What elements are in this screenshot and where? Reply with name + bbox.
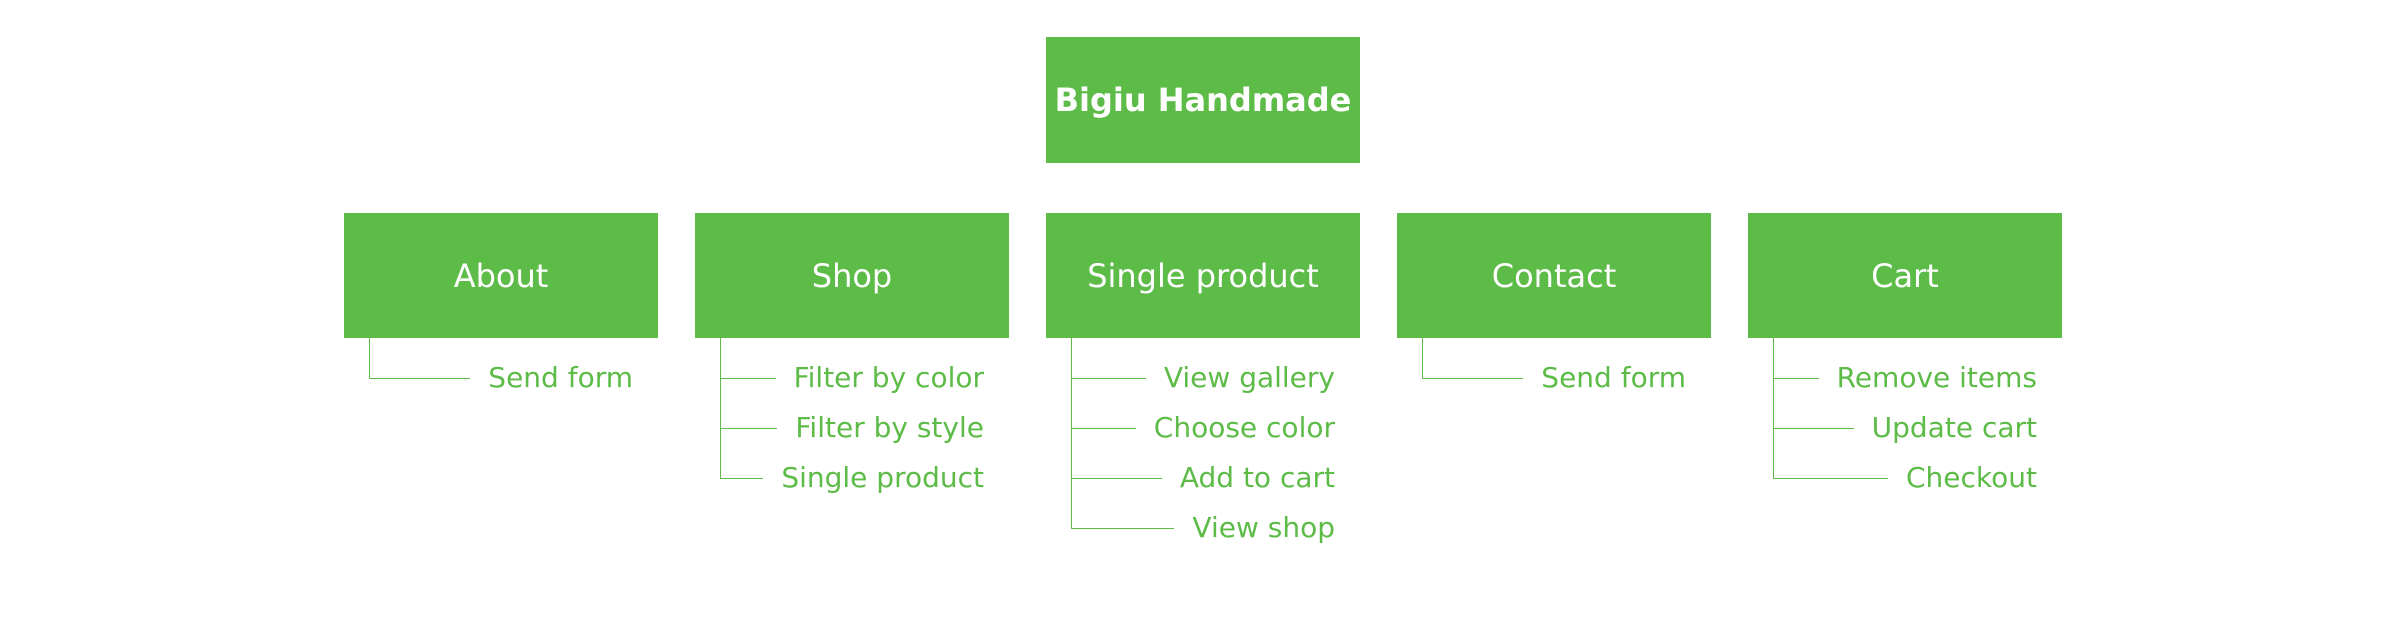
item-label: View gallery [1145, 359, 1335, 397]
item-label: Send form [470, 359, 633, 397]
root-node: Bigiu Handmade [1046, 37, 1360, 163]
cart-subitems: Remove items Update cart Checkout [1748, 338, 2062, 568]
tree-connector [1071, 338, 1072, 529]
section-about: About [344, 213, 658, 338]
section-cart: Cart [1748, 213, 2062, 338]
contact-subitems: Send form [1397, 338, 1711, 568]
item-label: Single product [763, 459, 984, 497]
item-label: Add to cart [1161, 459, 1335, 497]
item-label: Remove items [1818, 359, 2037, 397]
tree-connector [720, 338, 721, 479]
list-item: Filter by style [720, 409, 984, 447]
item-label: Filter by style [777, 409, 984, 447]
list-item: Send form [369, 359, 633, 397]
section-label: About [453, 256, 549, 295]
single-product-subitems: View gallery Choose color Add to cart Vi… [1046, 338, 1360, 568]
tree-connector [1773, 338, 1774, 479]
list-item: Add to cart [1071, 459, 1335, 497]
section-label: Contact [1491, 256, 1617, 295]
list-item: Single product [720, 459, 984, 497]
item-label: Update cart [1853, 409, 2037, 447]
item-label: View shop [1174, 509, 1335, 547]
list-item: Remove items [1773, 359, 2037, 397]
item-label: Filter by color [775, 359, 984, 397]
section-label: Shop [811, 256, 893, 295]
section-label: Single product [1087, 256, 1319, 295]
item-label: Send form [1523, 359, 1686, 397]
section-shop: Shop [695, 213, 1009, 338]
list-item: Send form [1422, 359, 1686, 397]
section-single-product: Single product [1046, 213, 1360, 338]
tree-connector [369, 338, 370, 379]
item-label: Choose color [1135, 409, 1335, 447]
list-item: Choose color [1071, 409, 1335, 447]
tree-connector [1422, 338, 1423, 379]
list-item: View gallery [1071, 359, 1335, 397]
list-item: Update cart [1773, 409, 2037, 447]
shop-subitems: Filter by color Filter by style Single p… [695, 338, 1009, 568]
list-item: View shop [1071, 509, 1335, 547]
about-subitems: Send form [344, 338, 658, 568]
item-label: Checkout [1888, 459, 2037, 497]
list-item: Filter by color [720, 359, 984, 397]
list-item: Checkout [1773, 459, 2037, 497]
section-label: Cart [1871, 256, 1939, 295]
section-contact: Contact [1397, 213, 1711, 338]
root-label: Bigiu Handmade [1054, 81, 1352, 119]
